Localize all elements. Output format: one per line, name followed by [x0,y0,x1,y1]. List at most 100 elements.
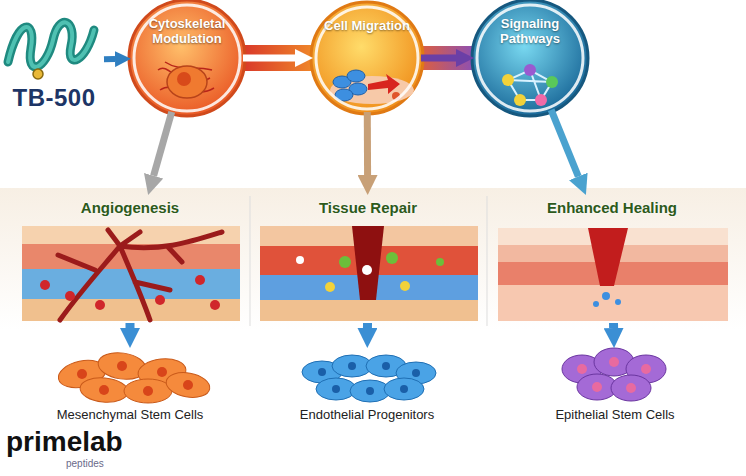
migration-arrow-icon [368,74,400,94]
cell-nucleus [412,369,420,377]
healing-cell [615,299,621,305]
repair-cell [325,282,335,292]
repair-cell [296,256,304,264]
repair-cell [339,256,351,268]
cell-nucleus [626,383,636,393]
network-node [502,74,514,86]
mechanism-circle: Cell Migration [311,2,423,114]
cell-nucleus [77,369,87,379]
blood-cell [155,295,165,305]
brand-label: primelab [6,426,123,458]
flow-arrow [551,110,578,177]
blood-cell [95,300,105,310]
panel-divider [487,196,488,326]
tissue-patch [330,76,414,104]
healing-wound [588,228,628,286]
flow-arrow [104,56,115,62]
blood-cell [210,300,220,310]
repair-cell [400,281,410,291]
peptide-node: TB-500 [4,4,104,116]
cell-icon [347,70,365,82]
cell-nucleus [348,362,356,370]
flow-arrow [363,323,372,328]
node-label: Cytoskeletal Modulation [141,17,233,47]
skin-layer [498,285,728,321]
epithelial-cell [611,375,651,401]
stem-cell [164,369,211,400]
cell-nucleus [641,364,651,374]
stem-cell [79,376,129,404]
cell-type: Endothelial Progenitors [262,348,472,426]
panel-divider [250,196,251,326]
healing-cell [602,292,610,300]
cell-nucleus [577,364,587,374]
circle-fill [472,0,588,116]
helix-bead [33,69,43,79]
blood-cell [65,291,75,301]
cell-type: Epithelial Stem Cells [510,348,720,426]
skin-layer [260,300,478,321]
helix-ribbon [8,22,94,66]
circle-ring [477,5,583,111]
cell-nucleus [183,380,193,390]
repair-cell [386,252,398,264]
circle-fill [129,0,245,116]
cell-nucleus [400,385,408,393]
node-label: Mesenchymal Stem Cells [30,408,230,423]
node-label: Cell Migration [323,19,411,34]
node-label: Signaling Pathways [484,17,576,47]
circle-ring [316,7,418,109]
cell-nucleus [99,385,109,395]
circle-ring [134,5,240,111]
cell-nucleus [177,72,191,86]
panel-background [0,188,746,330]
effect-panel: Angiogenesis [14,195,246,323]
flow-arrow [243,55,295,62]
flow-arrow [126,323,135,328]
repair-cell [436,258,444,266]
mechanism-circle: Cytoskeletal Modulation [129,0,245,116]
network-node [535,94,547,106]
node-label: Enhanced Healing [492,199,732,216]
cell-nucleus [318,368,326,376]
cell-nucleus [157,367,167,377]
flow-arrow [421,55,456,62]
helix-highlight [8,22,94,66]
cell-nucleus [332,385,340,393]
blood-cell [195,275,205,285]
cell-nucleus [366,387,374,395]
skin-layer [22,299,240,321]
brand-label: peptides [66,458,104,469]
node-label: TB-500 [4,84,104,112]
stem-cell [124,379,172,403]
cell-nucleus [592,382,602,392]
network-node [546,76,558,88]
repair-cell [362,265,372,275]
cell-nucleus [382,362,390,370]
network-node [514,94,526,106]
flow-band [418,46,476,70]
cell-icon [167,66,207,98]
flow-arrow [609,323,618,328]
mechanism-circle: Signaling Pathways [472,0,588,116]
network-node [524,64,536,76]
node-label: Endothelial Progenitors [262,408,472,423]
node-label: Tissue Repair [254,199,482,216]
healing-cell [593,301,599,307]
circle-fill [311,2,423,114]
cell-nucleus [117,361,127,371]
flow-arrow [154,112,172,176]
cell-nucleus [143,386,153,396]
node-label: Epithelial Stem Cells [510,408,720,423]
node-label: Angiogenesis [14,199,246,216]
cell-type: Mesenchymal Stem Cells [30,348,230,426]
blood-cell [40,280,50,290]
progenitor-cell [384,378,424,400]
blood-vessel [58,230,222,320]
wound-gap [352,226,384,300]
cell-nucleus [609,357,619,367]
flow-band [240,45,316,71]
effect-panel: Enhanced Healing [492,195,732,323]
